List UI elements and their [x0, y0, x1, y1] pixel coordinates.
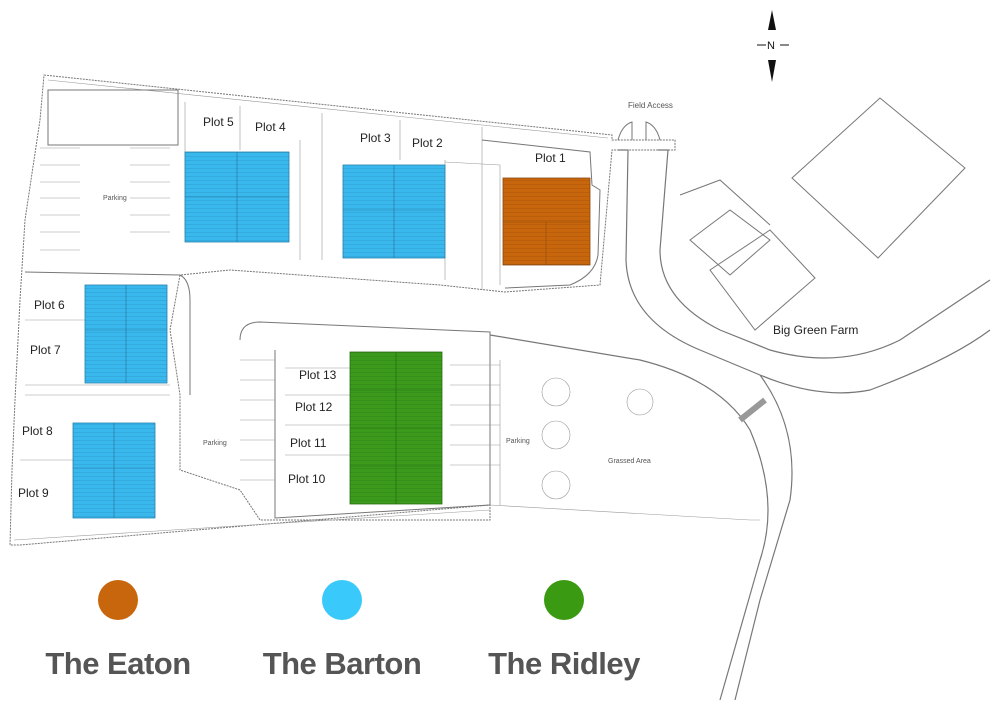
plot-7-label: Plot 7 — [30, 343, 61, 357]
plot-6-label: Plot 6 — [34, 298, 65, 312]
house-plot-1 — [502, 177, 591, 266]
parking-left-top — [40, 147, 170, 251]
plot-4-label: Plot 4 — [255, 120, 286, 134]
field-access-label: Field Access — [628, 101, 673, 110]
ridley-label: The Ridley — [488, 646, 640, 681]
plot-13-label: Plot 13 — [299, 368, 337, 382]
legend-eaton: The Eaton — [8, 580, 228, 682]
plot-12-label: Plot 12 — [295, 400, 333, 414]
farm-buildings — [679, 97, 966, 331]
plot-3-label: Plot 3 — [360, 131, 391, 145]
plot-10-label: Plot 10 — [288, 472, 326, 486]
house-plots-2-3 — [342, 164, 446, 259]
house-plots-8-9 — [72, 422, 156, 519]
plot-8-label: Plot 8 — [22, 424, 53, 438]
north-label: N — [767, 40, 775, 52]
plot-2-label: Plot 2 — [412, 136, 443, 150]
house-plots-10-13 — [349, 351, 443, 505]
eaton-color-swatch — [98, 580, 138, 620]
plot-5-label: Plot 5 — [203, 115, 234, 129]
house-plots-4-5 — [184, 151, 290, 243]
field-access-gate — [617, 121, 661, 141]
ridley-color-swatch — [544, 580, 584, 620]
site-boundary — [9, 74, 676, 546]
plot-11-label: Plot 11 — [290, 436, 327, 450]
parking-label-left-top: Parking — [103, 195, 127, 202]
grassed-area-label: Grassed Area — [608, 458, 651, 465]
legend-barton: The Barton — [232, 580, 452, 682]
house-plots-6-7 — [84, 284, 168, 384]
eaton-label: The Eaton — [45, 646, 191, 681]
access-road — [618, 149, 991, 394]
plot-1-label: Plot 1 — [535, 151, 566, 165]
legend-ridley: The Ridley — [454, 580, 674, 682]
parking-label-right: Parking — [506, 438, 530, 445]
barton-label: The Barton — [262, 646, 422, 681]
parking-label-center: Parking — [203, 440, 227, 447]
trees — [541, 377, 654, 500]
barton-color-swatch — [322, 580, 362, 620]
farm-label: Big Green Farm — [773, 323, 858, 337]
plot-9-label: Plot 9 — [18, 486, 49, 500]
main-road — [489, 334, 769, 701]
top-left-block — [47, 89, 179, 146]
north-arrow-icon: N — [757, 10, 789, 82]
